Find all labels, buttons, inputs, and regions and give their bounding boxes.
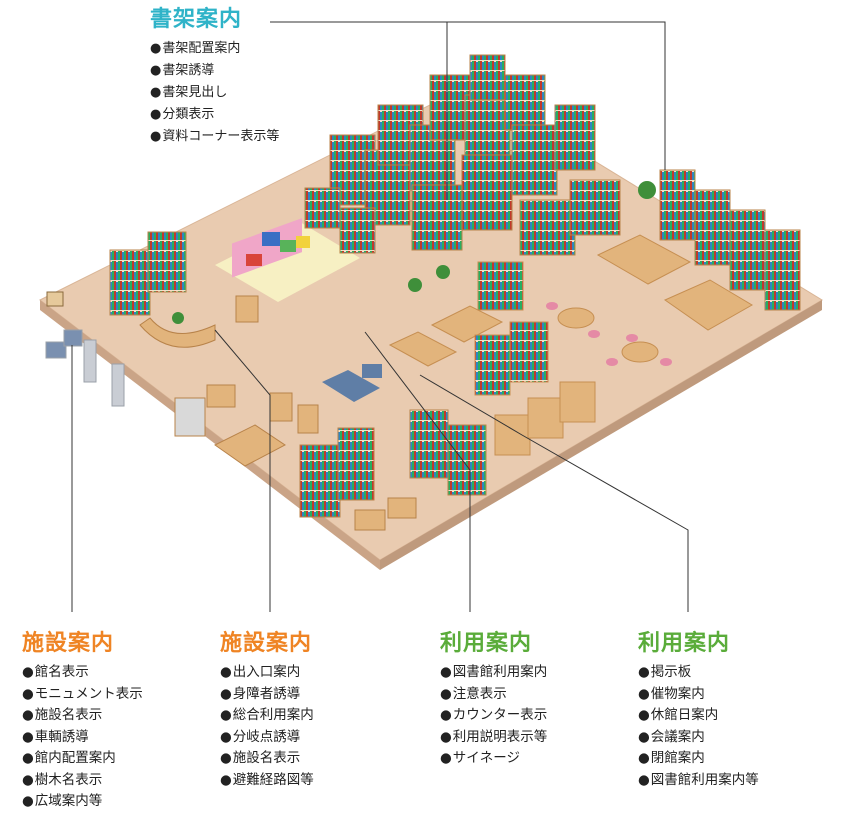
list-item: 分岐点誘導 <box>220 727 314 749</box>
lower-area <box>174 384 487 531</box>
usage-guide-2-title: 利用案内 <box>638 631 731 656</box>
shelf-guide-title: 書架案内 <box>150 7 243 32</box>
list-item: 休館日案内 <box>638 705 759 727</box>
kids-rug <box>215 222 360 302</box>
usage-guide-1: 利用案内 図書館利用案内 注意表示 カウンター表示 利用説明表示等 サイネージ <box>440 630 547 770</box>
facility-guide-2-title: 施設案内 <box>220 631 313 656</box>
centre-furniture <box>388 261 549 396</box>
list-item: 避難経路図等 <box>220 770 314 792</box>
left-area <box>109 231 259 348</box>
reading-tables <box>557 234 753 363</box>
list-item: カウンター表示 <box>440 705 548 727</box>
kids-block-red <box>246 254 262 266</box>
list-item: モニュメント表示 <box>22 684 143 706</box>
shelf-guide: 書架案内 書架配置案内 書架誘導 書架見出し 分類表示 資料コーナー表示等 <box>150 6 279 148</box>
entrance-gates <box>45 329 125 407</box>
list-item: 会議案内 <box>638 727 759 749</box>
facility-guide-1: 施設案内 館名表示 モニュメント表示 施設名表示 車輌誘導 館内配置案内 樹木名… <box>22 630 143 813</box>
list-item: 身障者誘導 <box>220 684 314 706</box>
facility-guide-1-list: 館名表示 モニュメント表示 施設名表示 車輌誘導 館内配置案内 樹木名表示 広域… <box>22 662 143 813</box>
list-item: 図書館利用案内等 <box>638 770 759 792</box>
list-item: 注意表示 <box>440 684 547 706</box>
list-item: 車輌誘導 <box>22 727 143 749</box>
stools <box>546 302 672 366</box>
list-item: 掲示板 <box>638 662 759 684</box>
list-item: 資料コーナー表示等 <box>150 126 279 148</box>
list-item: 分類表示 <box>150 104 279 126</box>
list-item: 館名表示 <box>22 662 143 684</box>
list-item: 利用説明表示等 <box>440 727 548 749</box>
list-item: 書架見出し <box>150 82 279 104</box>
facility-guide-1-title: 施設案内 <box>22 631 115 656</box>
bookshelves-back <box>304 54 621 256</box>
list-item: 出入口案内 <box>220 662 314 684</box>
computer-desks <box>494 381 596 456</box>
sofa <box>322 364 382 402</box>
plants <box>172 181 656 324</box>
floor-edge-left <box>40 300 380 570</box>
kids-block-green <box>280 240 296 252</box>
leader-lines <box>71 21 689 612</box>
list-item: 催物案内 <box>638 684 759 706</box>
list-item: 施設名表示 <box>22 705 143 727</box>
wall-sign <box>46 291 64 307</box>
kids-block-blue <box>262 232 280 246</box>
facility-guide-2-list: 出入口案内 身障者誘導 総合利用案内 分岐点誘導 施設名表示 避難経路図等 <box>220 662 314 791</box>
floor-edge-right <box>380 300 822 570</box>
usage-guide-2-list: 掲示板 催物案内 休館日案内 会議案内 閉館案内 図書館利用案内等 <box>638 662 759 791</box>
list-item: 広域案内等 <box>22 791 143 813</box>
list-item: 総合利用案内 <box>220 705 314 727</box>
list-item: 図書館利用案内 <box>440 662 548 684</box>
list-item: 書架誘導 <box>150 60 279 82</box>
bookshelves-right-wall <box>659 169 801 311</box>
list-item: サイネージ <box>440 748 547 770</box>
shelf-guide-list: 書架配置案内 書架誘導 書架見出し 分類表示 資料コーナー表示等 <box>150 38 279 148</box>
usage-guide-1-title: 利用案内 <box>440 631 533 656</box>
list-item: 書架配置案内 <box>150 38 279 60</box>
list-item: 閉館案内 <box>638 748 759 770</box>
list-item: 施設名表示 <box>220 748 314 770</box>
list-item: 樹木名表示 <box>22 770 143 792</box>
usage-guide-2: 利用案内 掲示板 催物案内 休館日案内 会議案内 閉館案内 図書館利用案内等 <box>638 630 759 791</box>
usage-guide-1-list: 図書館利用案内 注意表示 カウンター表示 利用説明表示等 サイネージ <box>440 662 548 770</box>
facility-guide-2: 施設案内 出入口案内 身障者誘導 総合利用案内 分岐点誘導 施設名表示 避難経路… <box>220 630 314 791</box>
list-item: 館内配置案内 <box>22 748 143 770</box>
kids-block-yellow <box>296 236 310 248</box>
